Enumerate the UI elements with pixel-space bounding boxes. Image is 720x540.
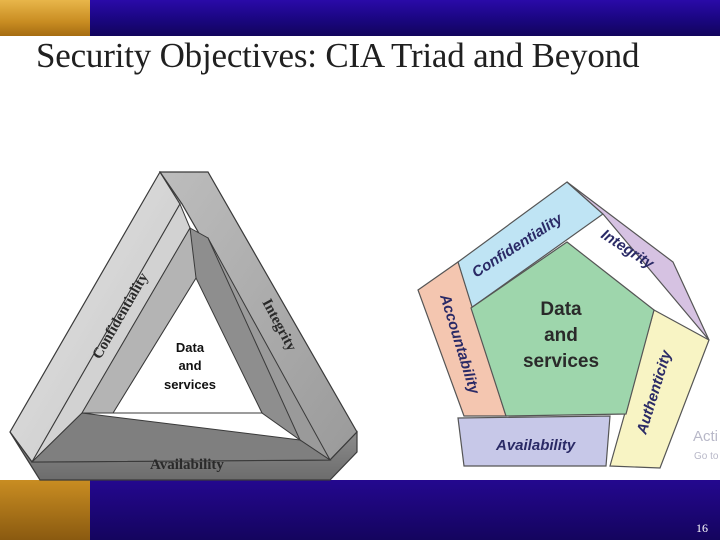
pentagon-availability-label: Availability: [495, 437, 576, 454]
slide-title: Security Objectives: CIA Triad and Beyon…: [36, 36, 640, 75]
triad-inner-bottom-band: [30, 412, 332, 463]
bottom-banner: [0, 480, 720, 540]
top-banner: [0, 0, 720, 36]
triad-center-line-2: and: [178, 358, 201, 373]
pentagon-availability-segment: [457, 415, 611, 467]
page-number: 16: [696, 521, 708, 535]
activation-watermark-line-2: Go to: [694, 451, 719, 462]
security-pentagon-diagram: Confidentiality Integrity Authenticity A…: [417, 181, 710, 469]
triad-availability-label: Availability: [150, 457, 224, 473]
top-banner-accent: [0, 0, 90, 36]
pentagon-center: [470, 241, 655, 417]
pentagon-center-line-3: services: [523, 351, 599, 372]
cia-triad-diagram: Confidentiality Integrity Availability D…: [9, 170, 358, 481]
triad-center-line-1: Data: [176, 340, 205, 355]
activation-watermark-line-1: Acti: [693, 428, 719, 445]
pentagon-center-line-1: Data: [540, 299, 582, 320]
triad-center-line-3: services: [164, 377, 216, 392]
bottom-banner-accent: [0, 480, 90, 540]
pentagon-center-line-2: and: [544, 325, 578, 346]
triad-bottom-face: [9, 430, 358, 481]
triad-core-shadow: [81, 226, 197, 414]
